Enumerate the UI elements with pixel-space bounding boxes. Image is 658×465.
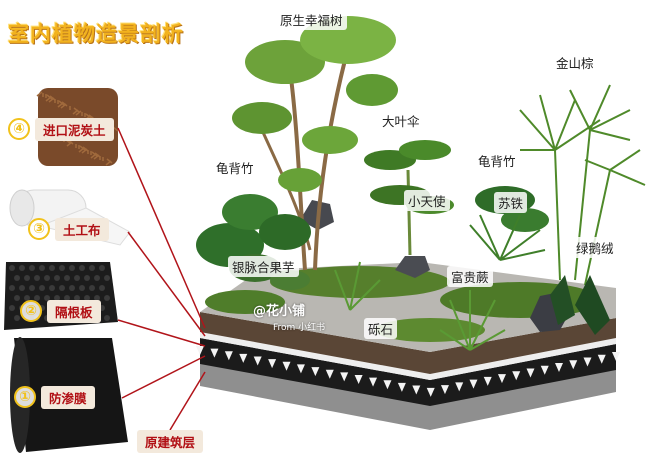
label-umbrella-tree: 大叶伞 <box>378 110 424 131</box>
label-velvet-alocasia: 绿鹅绒 <box>572 237 618 258</box>
leader-base <box>169 371 206 431</box>
layer-number: ④ <box>8 118 30 140</box>
base-building-label: 原建筑层 <box>137 430 204 453</box>
rock <box>395 256 430 278</box>
layer-label: 土工布 <box>55 217 109 241</box>
label-gravel: 砾石 <box>364 318 398 339</box>
layer-geotextile: ③ 土工布 <box>28 217 109 241</box>
leader-geotextile <box>127 231 206 337</box>
label-little-angel: 小天使 <box>404 190 450 211</box>
layer-number: ③ <box>28 218 50 240</box>
watermark-sub: From 小红书 <box>273 323 326 333</box>
root-barrier-teeth <box>196 346 620 397</box>
velvet-alocasia-illustration <box>550 275 610 335</box>
layer-waterproof-membrane: ① 防渗膜 <box>14 385 95 409</box>
layer-label: 隔根板 <box>47 299 101 323</box>
diagram-title: 室内植物造景剖析 <box>8 22 184 46</box>
label-monstera-right: 龟背竹 <box>474 150 520 171</box>
moss-patch <box>375 318 485 342</box>
layer-label: 防渗膜 <box>41 385 95 409</box>
leader-root-barrier <box>117 319 206 347</box>
layer-number: ② <box>20 300 42 322</box>
label-silver-alocasia: 银脉合果芋 <box>228 256 299 277</box>
leader-peat <box>117 127 206 329</box>
moss-patch <box>205 290 285 314</box>
root-barrier-layer <box>200 338 616 406</box>
leader-membrane <box>121 355 206 399</box>
soil-layer <box>200 312 616 374</box>
geotextile-layer <box>200 332 616 380</box>
fern-illustration <box>334 261 506 351</box>
leader-lines <box>117 127 206 431</box>
label-golden-palm: 金山棕 <box>552 52 598 73</box>
building-layer <box>200 362 616 430</box>
label-cycad: 苏铁 <box>494 192 528 213</box>
layer-root-barrier: ② 隔根板 <box>20 299 101 323</box>
label-monstera-left: 龟背竹 <box>212 157 258 178</box>
layer-peat-soil: ④ 进口泥炭土 <box>8 117 114 141</box>
label-happiness-tree: 原生幸福树 <box>276 9 347 30</box>
label-fern: 富贵蕨 <box>447 266 493 287</box>
layer-number: ① <box>14 386 36 408</box>
watermark: @花小铺 <box>253 304 306 319</box>
cycad-illustration <box>469 214 546 261</box>
moss-patch <box>440 282 600 318</box>
layer-label: 进口泥炭土 <box>35 117 114 141</box>
